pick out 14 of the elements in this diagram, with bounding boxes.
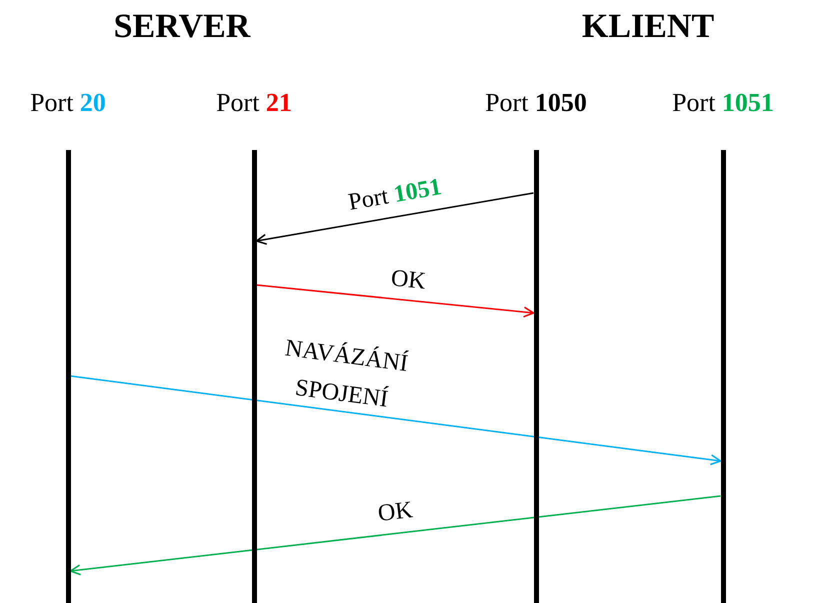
edge-label: OK xyxy=(376,496,415,528)
heading: KLIENT xyxy=(582,8,714,46)
port-label: Port 20 xyxy=(30,88,106,118)
arrow xyxy=(256,284,534,318)
port-label: Port 1050 xyxy=(485,88,587,118)
heading: SERVER xyxy=(114,8,250,46)
arrow xyxy=(256,192,534,245)
edge-label: OK xyxy=(390,264,428,298)
arrow xyxy=(70,375,722,466)
edge-label: NAVÁZÁNÍ SPOJENÍ xyxy=(282,334,410,416)
port-label: Port 21 xyxy=(216,88,292,118)
edge-label: Port 1051 xyxy=(345,173,444,218)
arrow xyxy=(70,495,721,576)
port-label: Port 1051 xyxy=(672,88,774,118)
